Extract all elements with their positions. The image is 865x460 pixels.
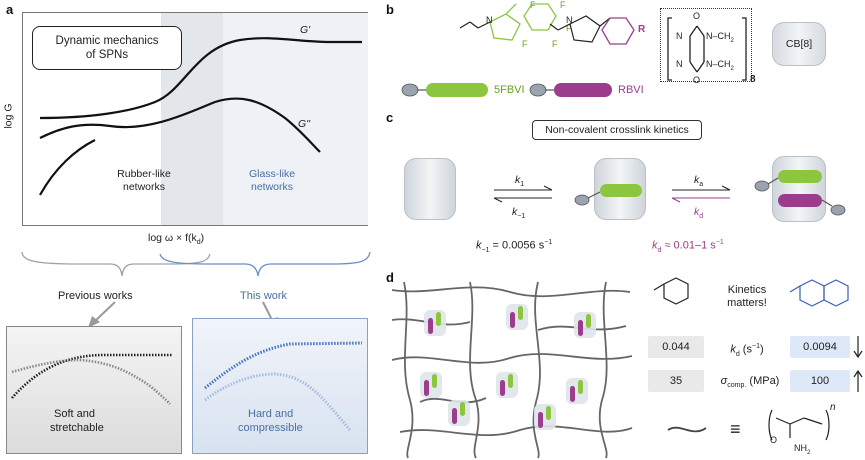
equivalence-sign: ≡	[730, 419, 741, 439]
5fbvi-f-2: F	[560, 0, 566, 10]
k-minus1-value: k−1 = 0.0056 s−1	[476, 239, 553, 254]
phase-diagram-frame	[22, 12, 368, 226]
5fbvi-n-atom: N	[486, 15, 493, 25]
sigma-benzyl-value: 35	[648, 370, 704, 392]
hard-result-card	[192, 318, 368, 454]
this-work-label: This work	[240, 290, 288, 302]
kinetics-matters-line-1: Kinetics	[727, 284, 767, 296]
5fbvi-f-5: F	[522, 39, 528, 49]
k1-label: k1	[515, 174, 525, 189]
cb8-unit-dotted-box	[660, 8, 752, 82]
hard-result-line-1: Hard and	[248, 408, 294, 420]
hard-result-line-2: compressible	[238, 422, 303, 434]
glass-region-line-2: networks	[250, 181, 293, 193]
kd-label: kd	[694, 206, 704, 221]
soft-result-card	[6, 326, 182, 454]
kinetics-title-box	[532, 120, 702, 140]
ternary-complex-host	[772, 156, 826, 222]
loss-modulus-curve	[39, 97, 321, 153]
storage-curve-label: G'	[300, 24, 311, 36]
kd-range-value: kd ≈ 0.01–1 s−1	[652, 239, 724, 254]
cb8-ch2-bottom: N–CH2	[706, 59, 734, 72]
cb8-n-left-bottom: N	[676, 59, 683, 69]
5fbvi-f-3: F	[566, 23, 572, 33]
soft-result-line-2: stretchable	[50, 422, 104, 434]
loss-modulus-tail	[39, 139, 96, 196]
k-minus1-label: k−1	[512, 206, 526, 221]
panel-label-c: c	[386, 110, 394, 125]
empty-host	[404, 158, 456, 220]
cb8-o-bottom: O	[693, 75, 701, 85]
rbvi-n-atom: N	[566, 15, 573, 25]
sigma-naphthyl-value: 100	[790, 370, 850, 392]
rubber-region-line-2: networks	[122, 181, 165, 193]
glass-region-line-1: Glass-like	[248, 168, 296, 180]
cb8-ch2-top: N–CH2	[706, 31, 734, 44]
cb8-o-top: O	[693, 11, 701, 21]
this-work-brace	[159, 251, 371, 277]
cb8-repeat-count: 8	[750, 74, 756, 85]
previous-works-label: Previous works	[58, 290, 133, 302]
rbvi-label: RBVI	[618, 84, 644, 96]
kinetics-matters-line-2: matters!	[727, 297, 767, 309]
cb8-n-left-top: N	[676, 31, 683, 41]
amide-o: O	[770, 435, 778, 445]
rbvi-r-group: R	[638, 24, 646, 35]
kinetics-title: Non-covalent crosslink kinetics	[545, 124, 689, 136]
5fbvi-f-1: F	[530, 0, 536, 10]
cb8-label: CB[8]	[785, 38, 813, 50]
soft-result-line-1: Soft and	[54, 408, 95, 420]
sigma-row-label: σcomp. (MPa)	[720, 375, 780, 390]
kd-benzyl-value: 0.044	[648, 336, 704, 358]
storage-modulus-curve	[39, 37, 362, 120]
previous-arrow-head	[88, 316, 100, 328]
title-line-2: of SPNs	[85, 49, 129, 61]
5fbvi-label: 5FBVI	[494, 84, 525, 96]
panel-label-a: a	[6, 2, 14, 17]
amide-nh2: NH2	[794, 443, 811, 456]
panel-label-d: d	[386, 270, 394, 285]
5fbvi-f-4: F	[552, 39, 558, 49]
title-line-1: Dynamic mechanics	[55, 35, 159, 47]
repeat-n: n	[830, 402, 836, 413]
previous-arrow	[93, 301, 116, 323]
rubber-region-line-1: Rubber-like	[117, 168, 171, 180]
ka-label: ka	[694, 174, 704, 189]
cb8-host-icon	[772, 22, 826, 66]
panel-label-b: b	[386, 2, 394, 17]
loss-curve-label: G''	[298, 118, 311, 130]
kd-naphthyl-value: 0.0094	[790, 336, 850, 358]
kd-row-label: kd (s−1)	[730, 343, 764, 358]
x-axis-label: log ω × f(kd)	[148, 232, 205, 247]
dynamic-mechanics-title-box	[32, 26, 182, 70]
